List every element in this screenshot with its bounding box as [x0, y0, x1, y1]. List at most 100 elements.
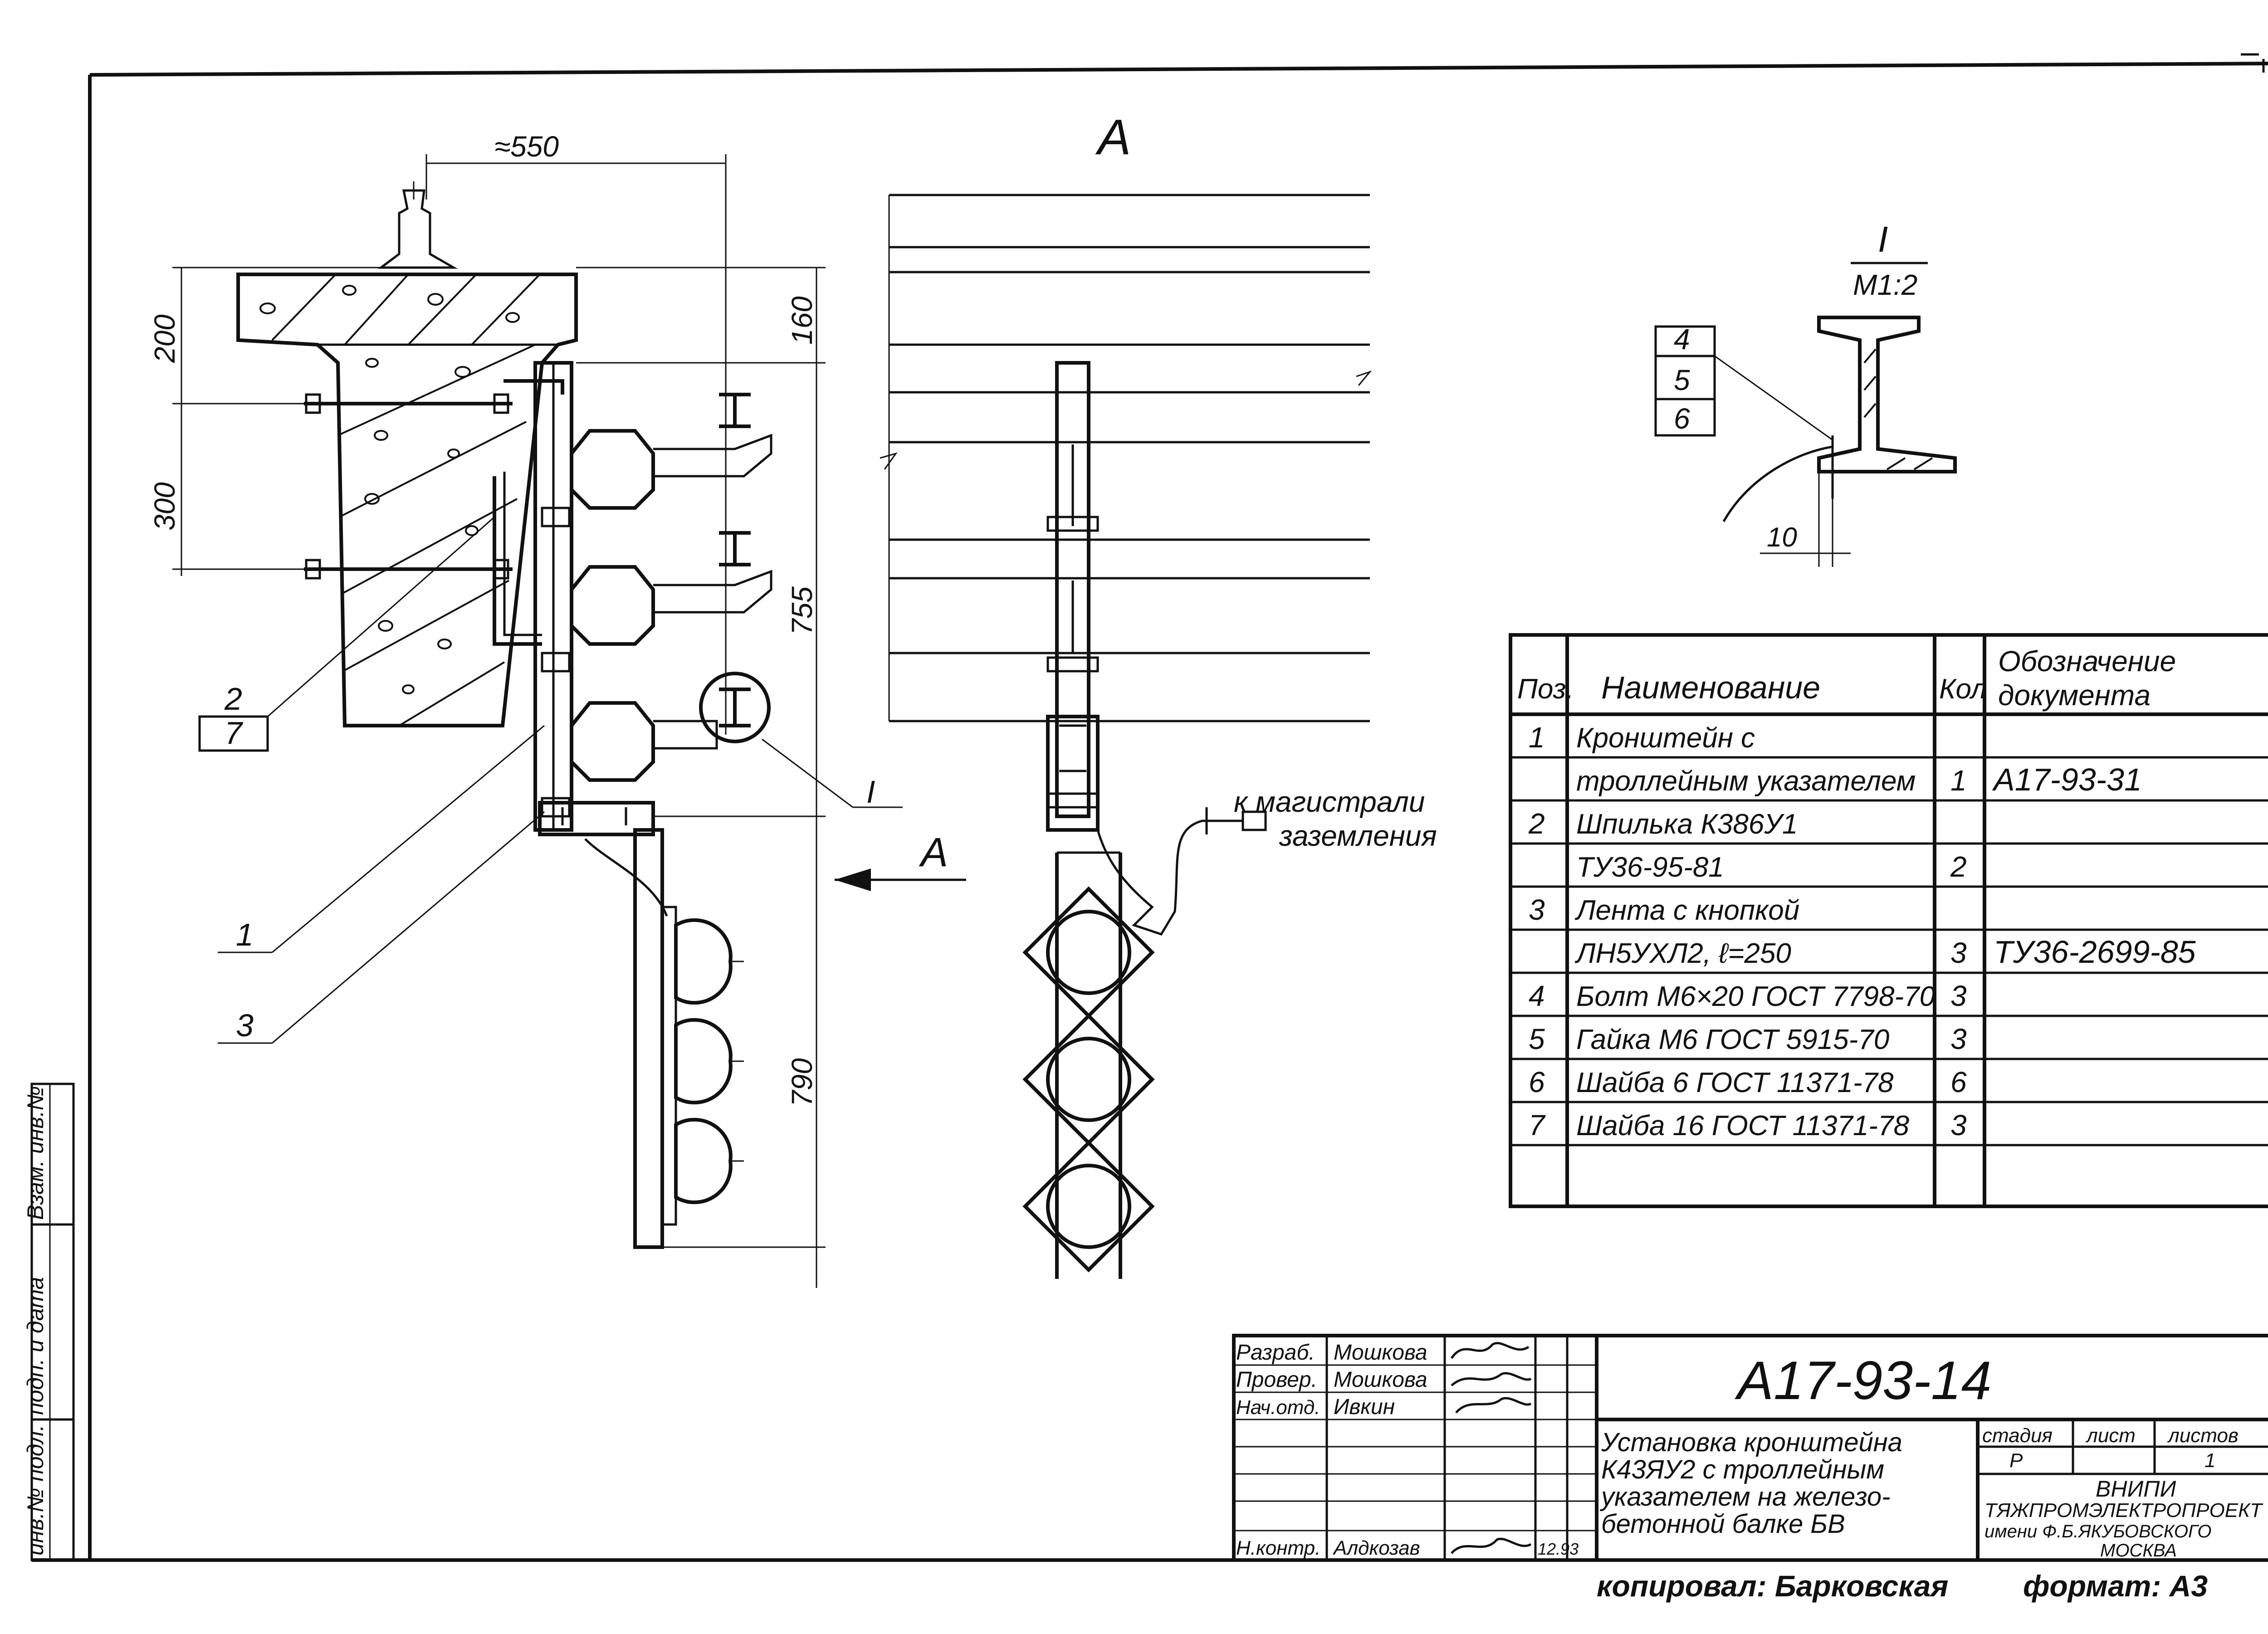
role-4: Н.контр.	[1236, 1537, 1320, 1559]
detail-title: I	[1878, 219, 1888, 259]
dim-160: 160	[786, 296, 818, 345]
title-line-1: Установка кронштейна	[1601, 1428, 1902, 1457]
sheet-label: лист	[2085, 1424, 2136, 1447]
spec-header-name: Наименование	[1601, 670, 1820, 705]
title-line-4: бетонной балке БВ	[1601, 1509, 1845, 1539]
role-3: Нач.отд.	[1236, 1396, 1320, 1419]
detail-pos-4: 4	[1674, 323, 1690, 356]
spec-cell-pos: 3	[1529, 893, 1545, 926]
spec-cell-pos: 4	[1529, 980, 1545, 1012]
org-line-3: имени Ф.Б.ЯКУБОВСКОГО	[1984, 1522, 2212, 1541]
stage-label: стадия	[1982, 1424, 2053, 1447]
spec-header-doc-1: Обозначение	[1998, 645, 2176, 678]
contact-assemblies	[570, 429, 772, 782]
dim-755: 755	[786, 586, 818, 635]
title-block: Разраб. Мошкова Провер. Мошкова Нач.отд.…	[1232, 1334, 2268, 1603]
doc-number: А17-93-14	[1735, 1350, 1991, 1411]
ground-note-line2: заземления	[1279, 819, 1437, 852]
spec-cell-pos: 5	[1529, 1023, 1545, 1055]
margin-stamp: Взам. инв.№ подп. и дата инв.№ подл.	[23, 1083, 75, 1561]
spec-cell-pos: 6	[1529, 1066, 1545, 1098]
spec-cell-doc: ТУ36-2699-85	[1994, 934, 2196, 970]
sign-date: 12.93	[1538, 1540, 1579, 1558]
arrow-label-A: А	[919, 830, 948, 875]
role-2: Провер.	[1236, 1368, 1317, 1392]
detail-pos-6: 6	[1674, 402, 1690, 435]
spec-cell-name: Лента с кнопкой	[1574, 895, 1799, 926]
spec-cell-doc: А17-93-31	[1992, 762, 2142, 797]
role-4-name: Алдкозав	[1332, 1537, 1420, 1559]
spec-cell-name: Шайба 6 ГОСТ 11371-78	[1576, 1067, 1894, 1098]
callouts: 2 7 1 3 I	[198, 516, 903, 1044]
bracket	[493, 361, 573, 832]
spec-header-pos: Поз.	[1517, 673, 1574, 705]
spec-table: Поз. Наименование Кол Обозначение докуме…	[1509, 633, 2268, 1208]
detail-dim-10: 10	[1767, 522, 1797, 552]
spec-cell-qty: 3	[1950, 980, 1967, 1012]
detail-pos-5: 5	[1674, 364, 1690, 396]
copied-by: копировал: Барковская	[1597, 1569, 1948, 1603]
stamp-sign-date: подп. и дата	[23, 1277, 48, 1415]
role-3-name: Ивкин	[1334, 1395, 1395, 1419]
lamp-indicator-front	[1022, 886, 1155, 1273]
spec-header-qty: Кол	[1939, 673, 1987, 705]
floor-lines	[880, 194, 1372, 722]
stage-value: Р	[2009, 1449, 2023, 1472]
stamp-inv-repl: Взам. инв.№	[23, 1086, 48, 1220]
spec-cell-name: троллейным указателем	[1576, 766, 1916, 797]
callout-2: 2	[224, 681, 242, 717]
ground-note-line1: к магистрали	[1234, 785, 1425, 818]
callout-I: I	[866, 774, 875, 810]
org-line-2: ТЯЖПРОМЭЛЕКТРОПРОЕКТ	[1984, 1499, 2263, 1522]
beam-aggregate	[259, 285, 520, 694]
org-line-4: МОСКВА	[2100, 1541, 2177, 1561]
hanger	[1046, 361, 1122, 1279]
beam-hatching	[271, 273, 541, 727]
trolley-profiles	[699, 393, 771, 743]
sheets-label: листов	[2167, 1424, 2239, 1447]
spec-cell-qty: 6	[1950, 1066, 1967, 1098]
spec-cell-pos: 2	[1528, 807, 1545, 840]
concrete-beam	[236, 273, 578, 727]
spec-cell-qty: 1	[1950, 764, 1967, 797]
lamp-indicator-side	[538, 801, 744, 1249]
side-view: ≈550 200 300 160 755 790 2 7 1	[148, 130, 966, 1288]
org-line-1: ВНИПИ	[2096, 1476, 2176, 1502]
spec-cell-qty: 2	[1950, 850, 1967, 883]
stud-bolts	[304, 393, 513, 580]
grounding-cable: к магистрали заземления	[1096, 785, 1437, 936]
title-line-2: К43ЯУ2 с троллейным	[1601, 1455, 1884, 1484]
view-arrow: А	[835, 830, 966, 891]
dim-300: 300	[148, 482, 181, 531]
dim-top-width: ≈550	[494, 130, 559, 163]
callout-7: 7	[225, 715, 244, 751]
view-label-A: А	[1095, 109, 1131, 165]
spec-cell-name: Кронштейн с	[1576, 722, 1755, 754]
spec-cell-qty: 3	[1950, 1023, 1967, 1055]
spec-cell-name: ЛН5УХЛ2, ℓ=250	[1574, 938, 1791, 969]
spec-cell-name: Болт М6×20 ГОСТ 7798-70	[1576, 981, 1935, 1012]
spec-cell-name: Гайка М6 ГОСТ 5915-70	[1576, 1024, 1889, 1055]
callout-3: 3	[236, 1008, 254, 1043]
stamp-inv-orig: инв.№ подл.	[23, 1425, 48, 1556]
spec-cell-pos: 7	[1529, 1109, 1546, 1141]
role-2-name: Мошкова	[1334, 1368, 1427, 1392]
spec-cell-name: Шпилька К386У1	[1576, 809, 1798, 840]
dim-200: 200	[148, 314, 181, 363]
spec-cell-qty: 3	[1950, 1109, 1967, 1141]
detail-I: I М1:2 10 4 5 6	[1654, 219, 1957, 567]
dimensions-side: ≈550 200 300 160 755 790	[148, 130, 826, 1288]
role-1: Разраб.	[1236, 1341, 1315, 1365]
spec-cell-pos: 1	[1529, 721, 1545, 754]
sheet-format: формат: А3	[2023, 1569, 2208, 1603]
dim-790: 790	[786, 1058, 818, 1107]
spec-cell-name: Шайба 16 ГОСТ 11371-78	[1576, 1110, 1909, 1141]
sheets-value: 1	[2204, 1449, 2215, 1472]
spec-header-doc-2: документа	[1998, 679, 2151, 712]
view-A: А	[880, 109, 1437, 1279]
spec-cell-name: ТУ36-95-81	[1576, 852, 1724, 883]
role-1-name: Мошкова	[1334, 1341, 1427, 1365]
callout-1: 1	[236, 917, 254, 952]
detail-scale: М1:2	[1853, 268, 1917, 301]
